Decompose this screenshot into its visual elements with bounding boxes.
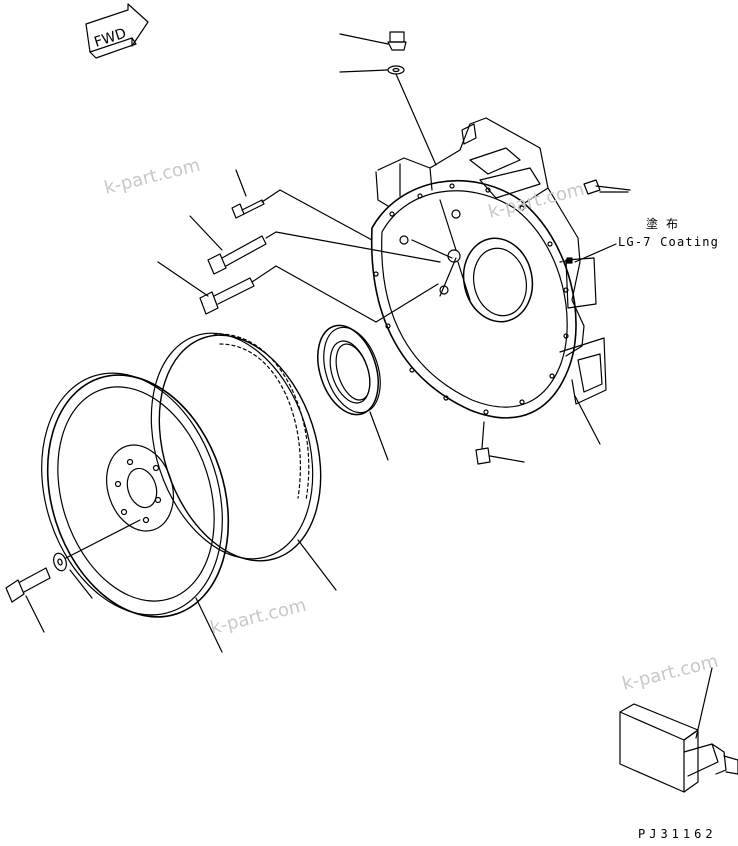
- coating-japanese: 塗布: [646, 216, 686, 231]
- oil-seal: [317, 324, 389, 461]
- barring-tool: [619, 667, 738, 793]
- bolt-medium: [189, 215, 441, 275]
- flywheel-bolt: [5, 567, 51, 633]
- washer-top: [339, 65, 437, 166]
- plug-bolt: [339, 31, 407, 51]
- drain-plug: [475, 421, 525, 465]
- watermark-4: k-part.com: [620, 651, 720, 695]
- watermark-1: k-part.com: [102, 155, 202, 199]
- coating-english: LG-7 Coating: [618, 235, 719, 249]
- sensor-pin: [583, 179, 631, 195]
- flywheel: [41, 372, 230, 653]
- washer-flywheel: [53, 519, 141, 599]
- bolt-long: [157, 261, 439, 323]
- drawing-id: PJ31162: [638, 827, 717, 841]
- flywheel-housing: [370, 117, 629, 445]
- watermark-3: k-part.com: [208, 595, 308, 639]
- ring-gear: [150, 332, 337, 591]
- fwd-arrow-icon: FWD: [85, 3, 149, 59]
- bolt-short: [231, 169, 373, 241]
